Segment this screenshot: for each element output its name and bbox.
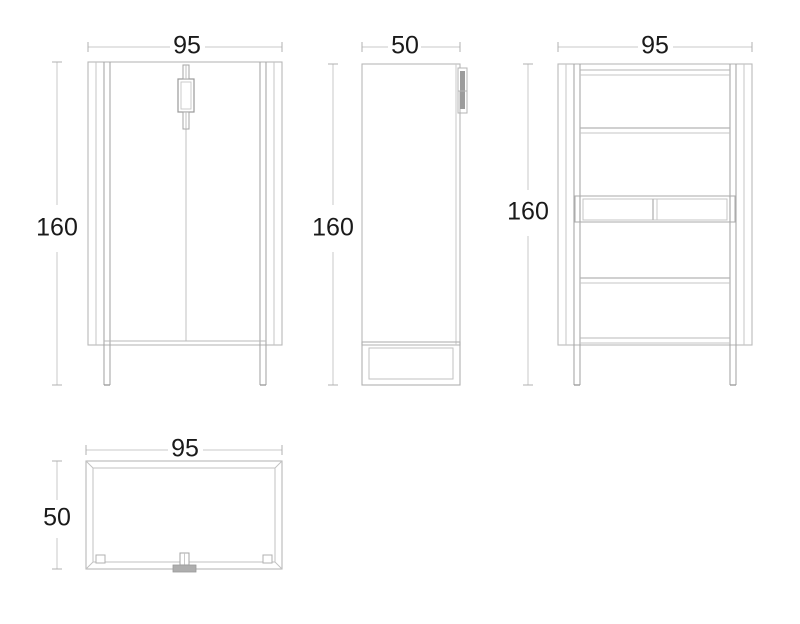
plan-handle-detail xyxy=(172,552,197,573)
dimension-rear-height xyxy=(523,63,533,386)
dimension-rear-width xyxy=(557,42,753,52)
view-rear-elevation xyxy=(557,63,753,386)
side-handle-detail xyxy=(457,67,468,114)
dimension-front-height xyxy=(52,61,62,386)
view-front-elevation xyxy=(87,61,283,386)
dimension-side-height xyxy=(328,63,338,386)
dimension-label-side-height: 160 xyxy=(312,214,354,242)
dimension-front-width xyxy=(87,42,283,52)
dimension-label-plan-width: 95 xyxy=(171,435,199,463)
dimension-label-side-width: 50 xyxy=(391,32,419,60)
dimension-label-front-width: 95 xyxy=(173,32,201,60)
dimension-label-rear-width: 95 xyxy=(641,32,669,60)
dimension-label-rear-height: 160 xyxy=(507,198,549,226)
view-side-elevation xyxy=(361,63,468,386)
dimension-plan-depth xyxy=(52,460,62,570)
dimension-label-front-height: 160 xyxy=(36,214,78,242)
front-handle-detail xyxy=(177,64,195,130)
dimension-side-width xyxy=(361,42,461,52)
rear-divided-drawer-box xyxy=(574,195,736,223)
view-plan-top xyxy=(85,460,283,573)
dimension-plan-width xyxy=(85,445,283,455)
dimension-label-plan-depth: 50 xyxy=(43,504,71,532)
